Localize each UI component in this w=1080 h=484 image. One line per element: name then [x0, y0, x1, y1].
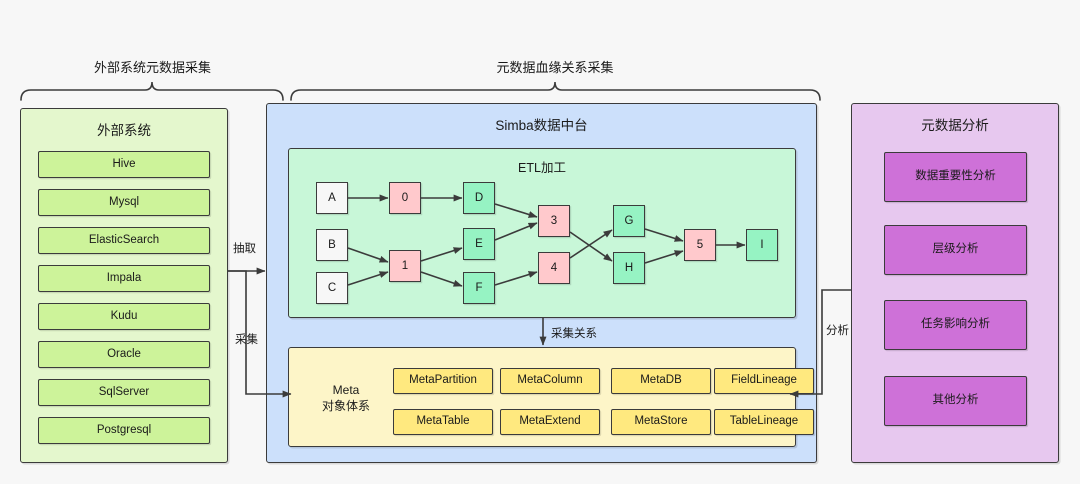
etl-node-h[interactable]: H — [613, 252, 645, 284]
etl-node-label: G — [624, 215, 634, 227]
meta-item-label: MetaTable — [416, 415, 470, 428]
meta-object-box: Meta 对象体系 MetaPartition MetaColumn MetaD… — [288, 347, 814, 447]
meta-item-label: MetaColumn — [517, 374, 583, 387]
analysis-item-hierarchy[interactable]: 层级分析 — [884, 225, 1027, 275]
etl-node-label: I — [760, 239, 764, 251]
etl-node-b[interactable]: B — [316, 229, 348, 261]
meta-item-metadb[interactable]: MetaDB — [611, 368, 711, 394]
meta-item-metacolumn[interactable]: MetaColumn — [500, 368, 600, 394]
etl-node-i[interactable]: I — [746, 229, 778, 261]
meta-object-label: Meta 对象体系 — [303, 382, 389, 414]
external-item-oracle[interactable]: Oracle — [38, 341, 210, 368]
etl-node-label: F — [475, 282, 483, 294]
analysis-item-other[interactable]: 其他分析 — [884, 376, 1027, 426]
external-item-label: ElasticSearch — [88, 233, 160, 246]
meta-object-label-line1: Meta — [332, 383, 360, 397]
external-item-label: Kudu — [110, 309, 138, 322]
etl-title: ETL加工 — [518, 161, 566, 175]
meta-item-label: TableLineage — [729, 415, 799, 428]
etl-node-4[interactable]: 4 — [538, 252, 570, 284]
meta-object-label-line2: 对象体系 — [321, 399, 370, 414]
external-item-mysql[interactable]: Mysql — [38, 189, 210, 216]
external-systems-panel: 外部系统 Hive Mysql ElasticSearch Impala Kud… — [20, 108, 228, 463]
meta-item-label: MetaDB — [640, 374, 682, 387]
meta-item-label: FieldLineage — [731, 374, 797, 387]
external-item-elasticsearch[interactable]: ElasticSearch — [38, 227, 210, 254]
etl-node-label: A — [328, 192, 336, 204]
group-caption-lineage: 元数据血缘关系采集 — [496, 60, 614, 75]
external-item-sqlserver[interactable]: SqlServer — [38, 379, 210, 406]
etl-node-0[interactable]: 0 — [389, 182, 421, 214]
external-item-hive[interactable]: Hive — [38, 151, 210, 178]
etl-node-label: 4 — [550, 262, 558, 274]
etl-node-3[interactable]: 3 — [538, 205, 570, 237]
meta-item-tablelineage[interactable]: TableLineage — [714, 409, 814, 435]
etl-node-label: E — [475, 238, 483, 250]
etl-node-d[interactable]: D — [463, 182, 495, 214]
meta-item-metaextend[interactable]: MetaExtend — [500, 409, 600, 435]
analysis-item-label: 层级分析 — [932, 243, 979, 256]
connector-label-extract: 抽取 — [233, 243, 256, 255]
etl-node-label: 0 — [401, 192, 409, 204]
etl-node-g[interactable]: G — [613, 205, 645, 237]
analysis-item-task-impact[interactable]: 任务影响分析 — [884, 300, 1027, 350]
etl-node-1[interactable]: 1 — [389, 250, 421, 282]
connector-label-analyze: 分析 — [826, 325, 849, 337]
meta-item-metastore[interactable]: MetaStore — [611, 409, 711, 435]
etl-node-label: 5 — [696, 239, 704, 251]
etl-node-f[interactable]: F — [463, 272, 495, 304]
external-item-label: Oracle — [107, 347, 141, 360]
meta-item-fieldlineage[interactable]: FieldLineage — [714, 368, 814, 394]
connector-label-collect: 采集 — [235, 334, 258, 346]
metadata-analysis-title: 元数据分析 — [921, 118, 989, 133]
meta-item-metapartition[interactable]: MetaPartition — [393, 368, 493, 394]
etl-node-label: 1 — [401, 260, 409, 272]
external-item-label: Postgresql — [96, 423, 152, 436]
analysis-item-label: 任务影响分析 — [921, 318, 990, 331]
meta-item-label: MetaStore — [634, 415, 688, 428]
etl-node-5[interactable]: 5 — [684, 229, 716, 261]
external-item-label: Hive — [112, 157, 136, 170]
external-systems-title: 外部系统 — [97, 123, 151, 138]
etl-node-label: C — [327, 282, 337, 294]
connector-label-collect-relation: 采集关系 — [551, 328, 597, 340]
meta-item-label: MetaPartition — [409, 374, 477, 387]
etl-node-label: 3 — [550, 215, 558, 227]
external-item-label: Mysql — [108, 195, 140, 208]
etl-node-label: D — [474, 192, 484, 204]
etl-node-c[interactable]: C — [316, 272, 348, 304]
external-item-postgresql[interactable]: Postgresql — [38, 417, 210, 444]
simba-platform-title: Simba数据中台 — [495, 118, 588, 133]
meta-item-label: MetaExtend — [519, 415, 581, 428]
external-item-label: SqlServer — [98, 385, 150, 398]
analysis-item-importance[interactable]: 数据重要性分析 — [884, 152, 1027, 202]
metadata-analysis-panel: 元数据分析 数据重要性分析 层级分析 任务影响分析 其他分析 — [851, 103, 1059, 463]
external-item-label: Impala — [106, 271, 142, 284]
etl-node-label: B — [328, 239, 336, 251]
meta-item-metatable[interactable]: MetaTable — [393, 409, 493, 435]
analysis-item-label: 其他分析 — [932, 394, 979, 407]
etl-node-label: H — [624, 262, 634, 274]
etl-node-a[interactable]: A — [316, 182, 348, 214]
analysis-item-label: 数据重要性分析 — [915, 170, 996, 183]
external-item-impala[interactable]: Impala — [38, 265, 210, 292]
etl-node-e[interactable]: E — [463, 228, 495, 260]
external-item-kudu[interactable]: Kudu — [38, 303, 210, 330]
group-caption-external: 外部系统元数据采集 — [93, 60, 211, 75]
